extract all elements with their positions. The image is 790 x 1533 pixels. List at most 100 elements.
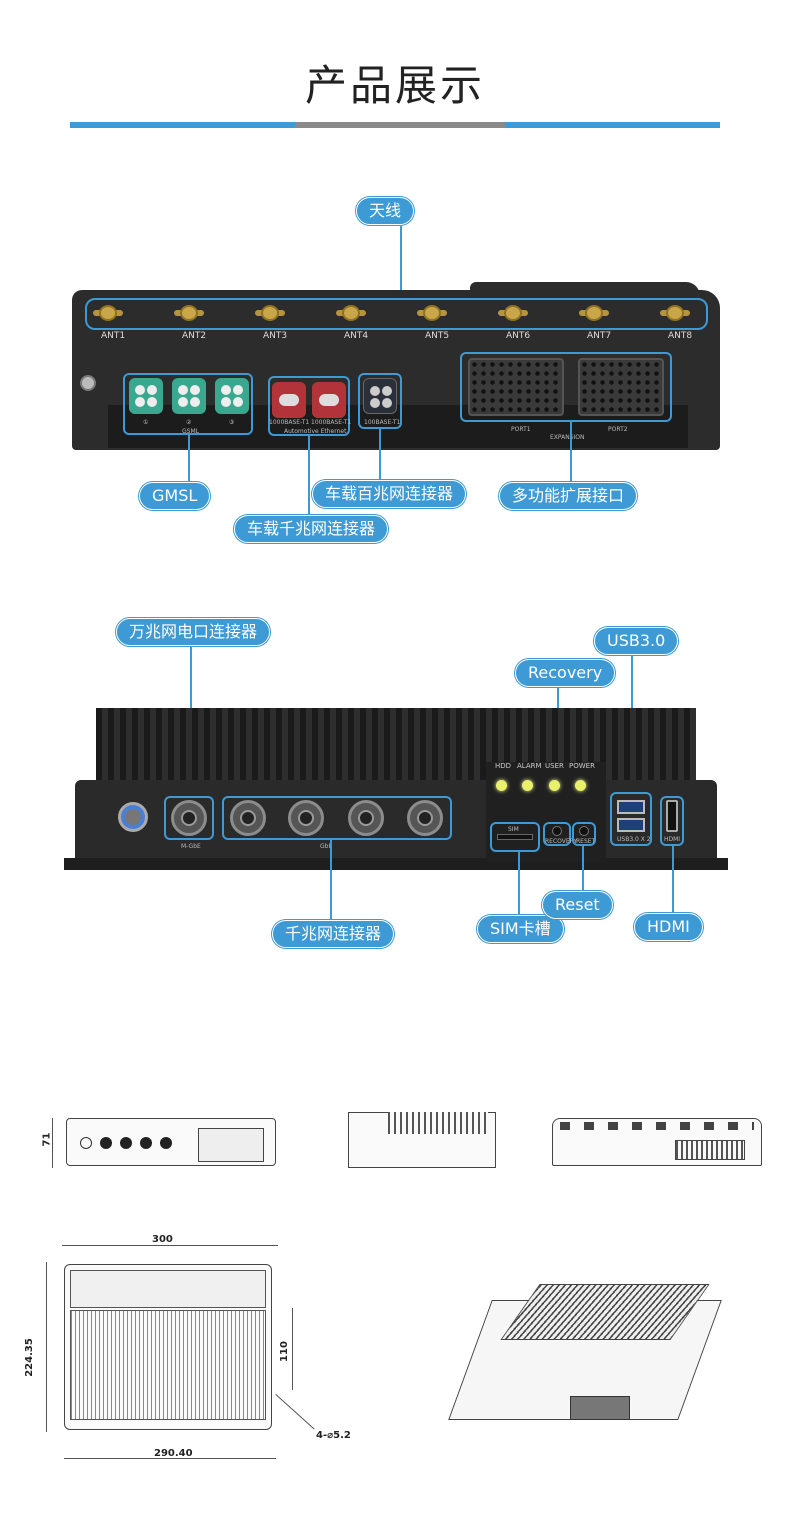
antenna-leader [400, 226, 402, 298]
drawing-plan-connectors [70, 1270, 266, 1308]
port-silk-1000-a: 1000BASE-T1 [269, 419, 310, 426]
reset-button[interactable] [579, 826, 589, 836]
antenna-connector-8 [660, 305, 690, 321]
led-label-alarm: ALARM [517, 762, 542, 770]
led-power [575, 780, 586, 791]
title-divider [70, 122, 720, 128]
gigabit-connector-1 [230, 800, 266, 836]
sim-leader [518, 852, 520, 916]
antenna-connector-1 [93, 305, 123, 321]
tengig-label: 万兆网电口连接器 [116, 618, 271, 646]
drawing-side-fins [388, 1112, 488, 1134]
usb-port-2[interactable] [617, 818, 645, 832]
drawing-front-port-3 [140, 1137, 152, 1149]
gmsl-port-3-silk: ③ [229, 419, 235, 426]
sim-label: SIM卡槽 [477, 915, 564, 943]
reset-label: Reset [542, 891, 613, 919]
tengig-connector [171, 800, 207, 836]
device-front-flange [64, 858, 728, 870]
hdmi-leader [672, 846, 674, 914]
hdmi-port[interactable] [666, 800, 678, 832]
width-dim-line [62, 1245, 278, 1246]
antenna-connector-3 [255, 305, 285, 321]
gmsl-leader [188, 435, 190, 483]
ant-label-8: ANT8 [668, 331, 693, 341]
ant-label-7: ANT7 [587, 331, 612, 341]
antenna-label: 天线 [356, 197, 415, 225]
drawing-rear-antennas [560, 1122, 754, 1130]
power-button[interactable] [118, 802, 148, 832]
auto-100m-highlight [358, 373, 402, 429]
antenna-connector-2 [174, 305, 204, 321]
gmsl-port-1-silk: ① [143, 419, 149, 426]
port2-silk: PORT2 [608, 426, 628, 433]
port-silk-100: 100BASE-T1 [364, 419, 401, 426]
sim-slot[interactable] [497, 834, 533, 840]
antenna-connector-4 [336, 305, 366, 321]
recovery-label: Recovery [515, 659, 616, 687]
hole-spec: 4-⌀5.2 [316, 1430, 351, 1441]
drawing-front-panel [198, 1128, 264, 1162]
ground-screw-icon [80, 375, 96, 391]
auto-gigabit-connector-2 [312, 382, 346, 418]
gmsl-highlight [123, 373, 253, 435]
heatsink-fins [96, 708, 696, 784]
hdmi-label: HDMI [634, 913, 703, 941]
recovery-button[interactable] [552, 826, 562, 836]
antenna-row-highlight [85, 298, 708, 330]
port1-silk: PORT1 [511, 426, 531, 433]
gigabit-connector-3 [348, 800, 384, 836]
gigabit-connector-4 [407, 800, 443, 836]
depth-dim: 224.35 [23, 1338, 35, 1377]
antenna-connector-6 [498, 305, 528, 321]
recovery-silk: RECOVERY [545, 838, 578, 845]
expansion-label: 多功能扩展接口 [499, 482, 638, 510]
ant-label-2: ANT2 [182, 331, 207, 341]
auto-gigabit-highlight [268, 376, 350, 436]
height-dim: 71 [41, 1132, 53, 1147]
tengig-highlight [164, 796, 214, 840]
auto-100m-leader [379, 429, 381, 481]
ant-label-6: ANT6 [506, 331, 531, 341]
led-alarm [522, 780, 533, 791]
gmsl-connector-1 [129, 378, 163, 414]
led-user [549, 780, 560, 791]
base-width-dim: 290.40 [154, 1448, 193, 1459]
auto-gigabit-leader [308, 436, 310, 518]
drawing-front-button [80, 1137, 92, 1149]
drawing-plan-fins [70, 1310, 266, 1420]
device-top-ridge [470, 282, 700, 302]
led-label-hdd: HDD [495, 762, 512, 770]
reset-leader [582, 846, 584, 892]
drawing-rear-expansion [675, 1140, 745, 1160]
ant-label-4: ANT4 [344, 331, 369, 341]
port-silk-1000-b: 1000BASE-T1 [311, 419, 352, 426]
depth-dim-line [46, 1262, 47, 1432]
led-hdd [496, 780, 507, 791]
drawing-front-port-1 [100, 1137, 112, 1149]
gmsl-port-2-silk: ② [186, 419, 192, 426]
expansion-silk: EXPANSION [550, 434, 585, 441]
hole-spacing-dim: 110 [278, 1341, 290, 1362]
usb-silk: USB3.0 X 2 [617, 836, 651, 843]
page-title: 产品展示 [304, 61, 485, 110]
gmsl-connector-3 [215, 378, 249, 414]
gigabit-label: 千兆网连接器 [272, 920, 395, 948]
auto-ethernet-silk: Automotive Ethernet [284, 428, 347, 435]
gmsl-silk: GSML [182, 428, 199, 435]
antenna-connector-5 [417, 305, 447, 321]
hdmi-highlight [660, 796, 684, 846]
auto-100m-connector [363, 378, 397, 414]
expansion-port-1 [468, 358, 564, 416]
drawing-isometric-expansion [570, 1396, 630, 1420]
base-width-dim-line [64, 1458, 276, 1459]
usb-highlight [610, 792, 652, 846]
gigabit-silk: GbE [320, 843, 333, 850]
reset-silk: RESET [576, 838, 596, 845]
sim-silk: SIM [508, 826, 519, 833]
usb-port-1[interactable] [617, 800, 645, 814]
expansion-leader [570, 422, 572, 484]
ant-label-5: ANT5 [425, 331, 450, 341]
gmsl-connector-2 [172, 378, 206, 414]
